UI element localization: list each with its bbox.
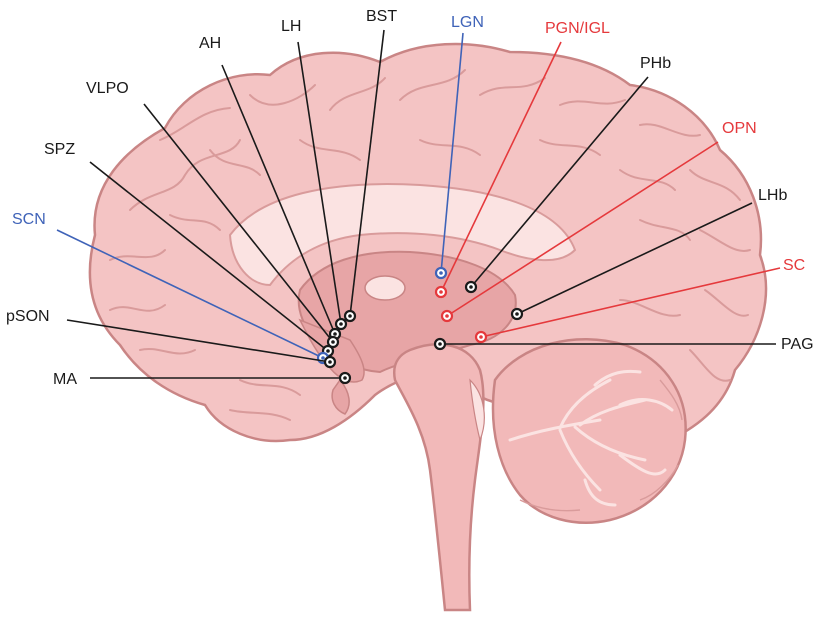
label-opn: OPN [722,120,757,137]
marker-core-vlpo [331,340,335,344]
label-pag: PAG [781,336,814,353]
label-lhb: LHb [758,187,787,204]
marker-core-spz [326,349,330,353]
marker-core-pson [328,360,332,364]
label-ma: MA [53,371,77,388]
marker-core-ah [333,332,337,336]
label-phb: PHb [640,55,671,72]
label-pson: pSON [6,308,50,325]
marker-core-opn [445,314,449,318]
brain-illustration [90,44,766,610]
label-sc: SC [783,257,805,274]
marker-core-scn [321,356,325,360]
marker-core-pag [438,342,442,346]
marker-core-ma [343,376,347,380]
cerebellum [493,339,686,523]
label-lh: LH [281,18,301,35]
label-ah: AH [199,35,221,52]
marker-core-pgn-igl [439,290,443,294]
label-scn: SCN [12,211,46,228]
marker-core-lh [339,322,343,326]
label-spz: SPZ [44,141,75,158]
marker-core-lhb [515,312,519,316]
marker-core-bst [348,314,352,318]
marker-core-sc [479,335,483,339]
label-vlpo: VLPO [86,80,129,97]
label-pgn-igl: PGN/IGL [545,20,610,37]
label-lgn: LGN [451,14,484,31]
label-bst: BST [366,8,397,25]
marker-core-lgn [439,271,443,275]
interthalamic-adhesion [365,276,405,300]
marker-core-phb [469,285,473,289]
